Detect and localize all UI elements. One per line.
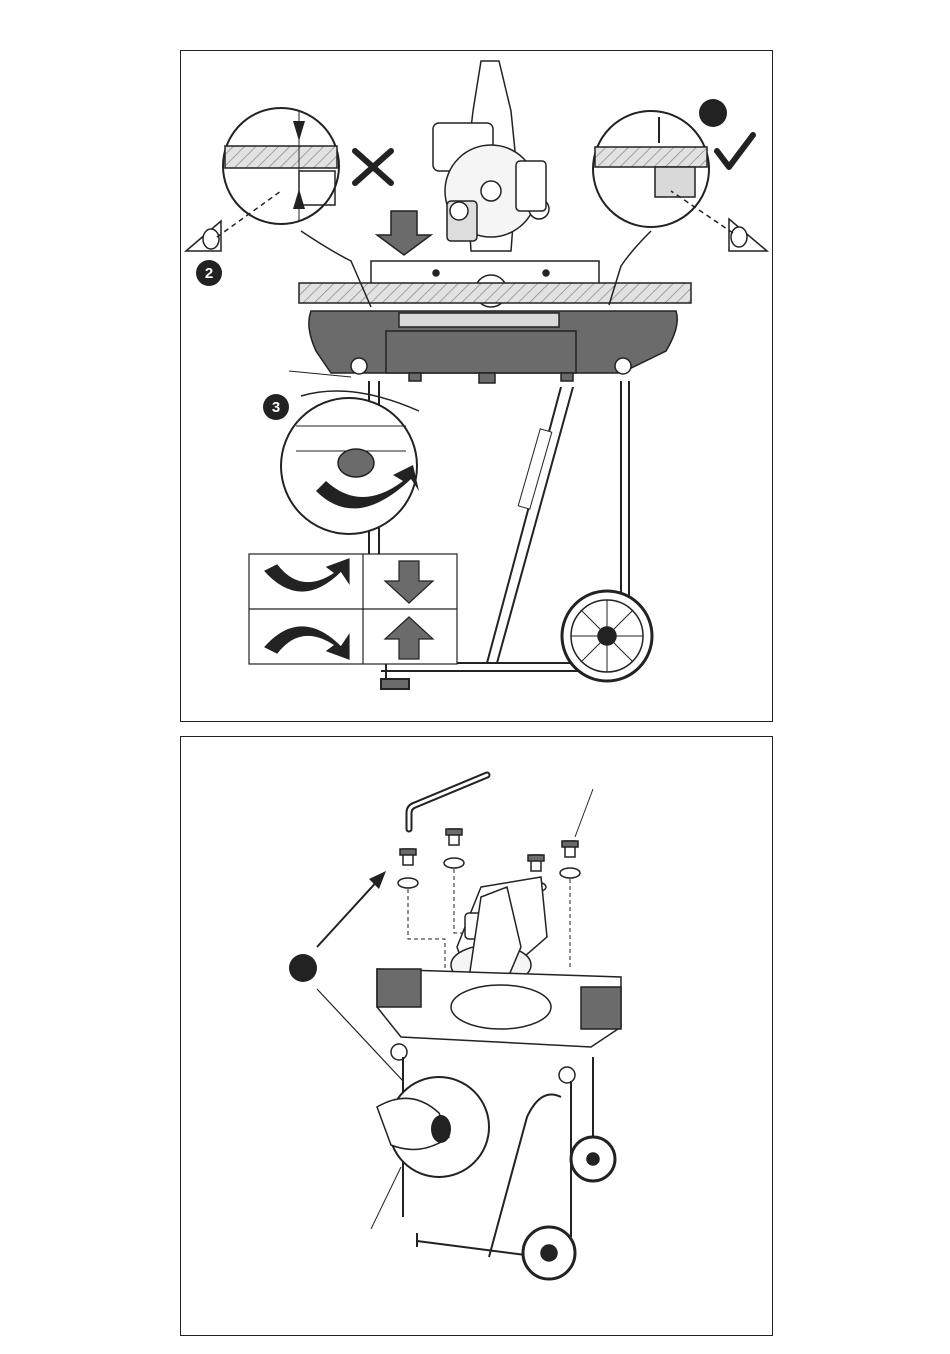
- stand-top: [309, 311, 677, 383]
- stand-wheel: [523, 1137, 615, 1279]
- bolt: [446, 829, 462, 845]
- washer: [560, 868, 580, 878]
- miter-saw: [433, 61, 549, 251]
- step-marker-dot: [289, 954, 317, 982]
- svg-text:3: 3: [272, 399, 280, 416]
- stand-handle: [518, 429, 552, 509]
- leader-line: [371, 1167, 401, 1229]
- check-icon: [717, 135, 753, 167]
- adjustment-legend: [249, 554, 457, 664]
- stand-leveling-illustration: 2 3: [181, 51, 774, 723]
- callout-right: [593, 111, 709, 305]
- workpiece-board: [299, 283, 691, 303]
- leader-line: [575, 789, 593, 837]
- bolts-and-washers: [398, 829, 580, 892]
- bolt: [562, 841, 578, 857]
- callout-hand: [377, 1077, 489, 1177]
- step-badge-3: 3: [263, 394, 289, 420]
- washer: [444, 858, 464, 868]
- svg-text:2: 2: [205, 265, 213, 282]
- figure-panel-top: 2 3: [180, 50, 773, 722]
- callout-knob: [281, 391, 419, 534]
- press-down-arrow: [377, 211, 431, 255]
- step-marker-dot: [699, 99, 727, 127]
- lift-arrow: [317, 877, 381, 947]
- stand-top: [377, 969, 621, 1083]
- figure-panel-bottom: [180, 736, 773, 1336]
- cross-icon: [355, 151, 391, 183]
- bolt: [400, 849, 416, 865]
- saw-mounting-illustration: [181, 737, 774, 1337]
- eye-icon-right: [671, 191, 767, 251]
- callout-left: [223, 108, 371, 307]
- stand-wheel: [562, 591, 652, 681]
- washer: [398, 878, 418, 888]
- bolt: [528, 855, 544, 871]
- step-badge-2: 2: [196, 260, 222, 286]
